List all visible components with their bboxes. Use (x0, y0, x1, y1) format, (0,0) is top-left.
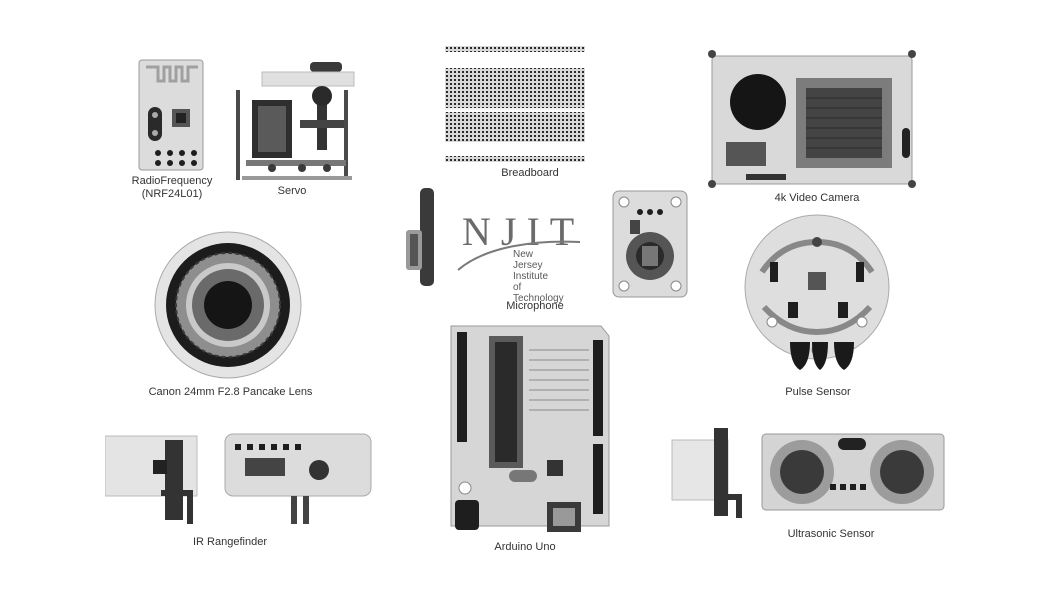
microphone-label: Microphone (506, 300, 564, 312)
canon-lens-image (153, 230, 303, 380)
servo-label: Servo (277, 185, 307, 197)
ir-rangefinder-label: IR Rangefinder (193, 536, 267, 548)
pulse-sensor-label: Pulse Sensor (785, 386, 851, 398)
ultrasonic-sensor-image (670, 424, 946, 520)
njit-logo-subtitle: New Jersey Institute of Technology (513, 249, 564, 304)
servo-image (232, 60, 362, 184)
microphone-image (612, 190, 688, 298)
ir-rangefinder-image (105, 430, 375, 526)
canon-lens-label: Canon 24mm F2.8 Pancake Lens (148, 386, 313, 398)
radio-frequency-module-image (138, 59, 204, 171)
radio-frequency-label-line2: (NRF24L01) (141, 188, 203, 200)
radio-frequency-label: RadioFrequency (NRF24L01) (122, 175, 222, 201)
arduino-uno-image (449, 320, 611, 534)
breadboard-image (445, 46, 585, 164)
njit-logo-letters: NJIT (462, 209, 585, 254)
pulse-sensor-image (742, 212, 892, 376)
radio-frequency-label-line1: RadioFrequency (131, 175, 213, 187)
njit-logo-line1: New Jersey Institute (513, 249, 549, 282)
video-camera-label: 4k Video Camera (774, 192, 860, 204)
breadboard-label: Breadboard (501, 167, 559, 179)
video-camera-image (706, 48, 918, 190)
njit-logo-line2: of Technology (513, 282, 564, 304)
arduino-uno-label: Arduino Uno (494, 541, 556, 553)
ultrasonic-sensor-label: Ultrasonic Sensor (787, 528, 875, 540)
microphone-side-image (402, 186, 442, 288)
njit-logo-swoosh (457, 240, 581, 271)
